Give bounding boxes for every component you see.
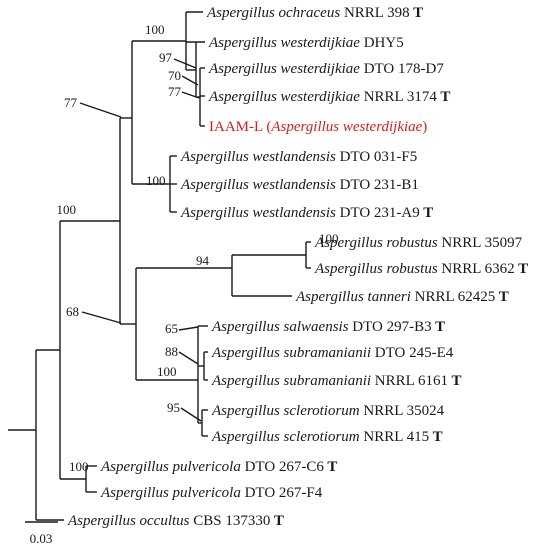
tree-branches <box>8 11 311 521</box>
taxon-labels: Aspergillus ochraceus NRRL 398 T Aspergil… <box>67 5 528 529</box>
bootstrap-value: 95 <box>167 400 180 415</box>
support-leader <box>81 311 122 324</box>
taxon-label-highlighted: IAAM-L (Aspergillus westerdijkiae) <box>209 119 427 135</box>
support-leader-lines <box>79 58 202 422</box>
bootstrap-value: 100 <box>57 202 77 217</box>
bootstrap-value: 100 <box>146 173 166 188</box>
scale-bar: 0.03 <box>25 521 58 546</box>
taxon-label: Aspergillus pulvericola DTO 267-F4 <box>100 485 323 501</box>
taxon-label: Aspergillus westerdijkiae NRRL 3174 T <box>208 89 450 105</box>
taxon-label: Aspergillus westerdijkiae DHY5 <box>208 35 404 51</box>
bootstrap-value: 88 <box>165 344 178 359</box>
bootstrap-value: 94 <box>196 253 210 268</box>
taxon-label: Aspergillus westlandensis DTO 231-A9 T <box>180 205 433 221</box>
bootstrap-value: 77 <box>64 95 78 110</box>
taxon-label: Aspergillus westlandensis DTO 231-B1 <box>180 177 419 193</box>
taxon-label: Aspergillus sclerotiorum NRRL 415 T <box>211 429 443 445</box>
support-leader <box>173 58 197 69</box>
taxon-label: Aspergillus pulvericola DTO 267-C6 T <box>100 459 337 475</box>
taxon-label: Aspergillus robustus NRRL 6362 T <box>314 261 528 277</box>
bootstrap-value: 100 <box>69 459 89 474</box>
taxon-label: Aspergillus westerdijkiae DTO 178-D7 <box>208 61 444 77</box>
bootstrap-value: 70 <box>168 68 181 83</box>
support-leader <box>79 102 122 118</box>
taxon-label: Aspergillus sclerotiorum NRRL 35024 <box>211 403 445 419</box>
support-leader <box>180 407 202 422</box>
bootstrap-value: 65 <box>165 321 178 336</box>
taxon-label: Aspergillus subramanianii NRRL 6161 T <box>211 373 461 389</box>
bootstrap-value: 100 <box>145 22 165 37</box>
bootstrap-value: 97 <box>159 50 173 65</box>
bootstrap-value: 100 <box>319 231 339 246</box>
taxon-label: Aspergillus occultus CBS 137330 T <box>67 513 284 529</box>
bootstrap-value: 77 <box>168 84 182 99</box>
taxon-label: Aspergillus ochraceus NRRL 398 T <box>206 5 423 21</box>
support-leader <box>181 91 200 99</box>
taxon-label: Aspergillus subramanianii DTO 245-E4 <box>211 345 454 361</box>
support-leader <box>181 75 199 86</box>
taxon-label: Aspergillus tanneri NRRL 62425 T <box>295 289 509 305</box>
scale-bar-label: 0.03 <box>30 531 53 546</box>
taxon-label: Aspergillus salwaensis DTO 297-B3 T <box>211 319 445 335</box>
bootstrap-value: 68 <box>66 304 79 319</box>
support-leader <box>178 351 199 365</box>
taxon-label: Aspergillus westlandensis DTO 031-F5 <box>180 149 417 165</box>
taxon-label: Aspergillus robustus NRRL 35097 <box>314 235 523 251</box>
bootstrap-value: 100 <box>157 364 177 379</box>
support-leader <box>178 326 199 331</box>
